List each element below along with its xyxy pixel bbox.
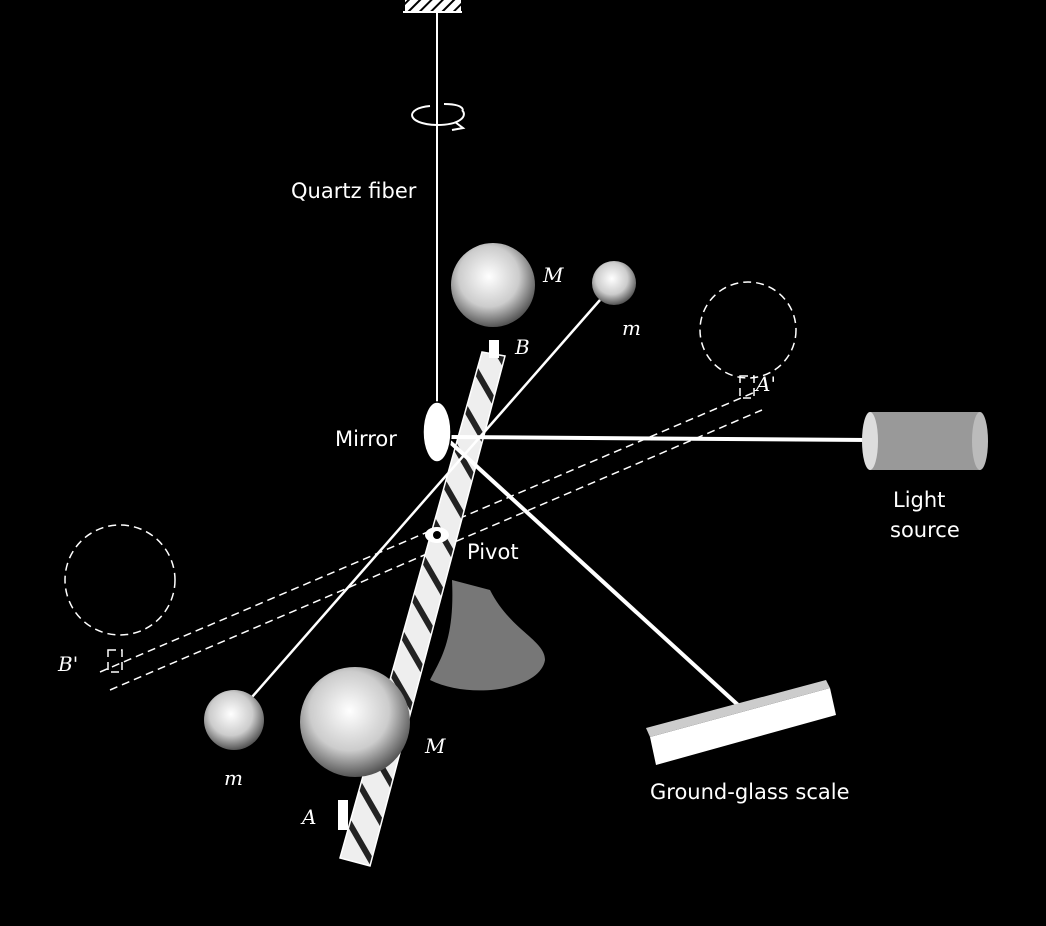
ceiling-mount xyxy=(405,0,461,11)
end-b-prime-label: B' xyxy=(58,652,79,676)
large-mass-top-label: M xyxy=(543,263,564,287)
light-source xyxy=(862,412,988,470)
reflected-light-beam xyxy=(448,440,740,707)
small-mass-bottom xyxy=(204,690,264,750)
end-a-prime-label: A' xyxy=(756,372,776,396)
large-mass-bottom xyxy=(300,667,410,777)
small-mass-bottom-label: m xyxy=(224,766,243,790)
end-a-label: A xyxy=(302,805,317,829)
small-mass-top-label: m xyxy=(622,316,641,340)
mirror-label: Mirror xyxy=(335,427,397,451)
quartz-fiber-label: Quartz fiber xyxy=(291,179,417,203)
small-mass-top xyxy=(592,261,636,305)
rotation-arrow-icon xyxy=(411,103,466,131)
light-source-label-1: Light xyxy=(893,488,946,512)
pivot-pedestal xyxy=(430,580,545,691)
light-source-label-2: source xyxy=(890,518,960,542)
scale-label: Ground-glass scale xyxy=(650,780,850,804)
dashed-sphere-right xyxy=(699,281,797,379)
large-mass-top xyxy=(451,243,535,327)
large-mass-bottom-label: M xyxy=(425,734,446,758)
ground-glass-scale xyxy=(646,680,836,765)
mirror xyxy=(422,401,452,463)
dashed-sphere-left xyxy=(64,524,176,636)
pivot-label: Pivot xyxy=(467,540,519,564)
small-mass-arm xyxy=(244,299,601,706)
end-b-label: B xyxy=(515,335,530,359)
incident-light-beam xyxy=(449,435,869,442)
